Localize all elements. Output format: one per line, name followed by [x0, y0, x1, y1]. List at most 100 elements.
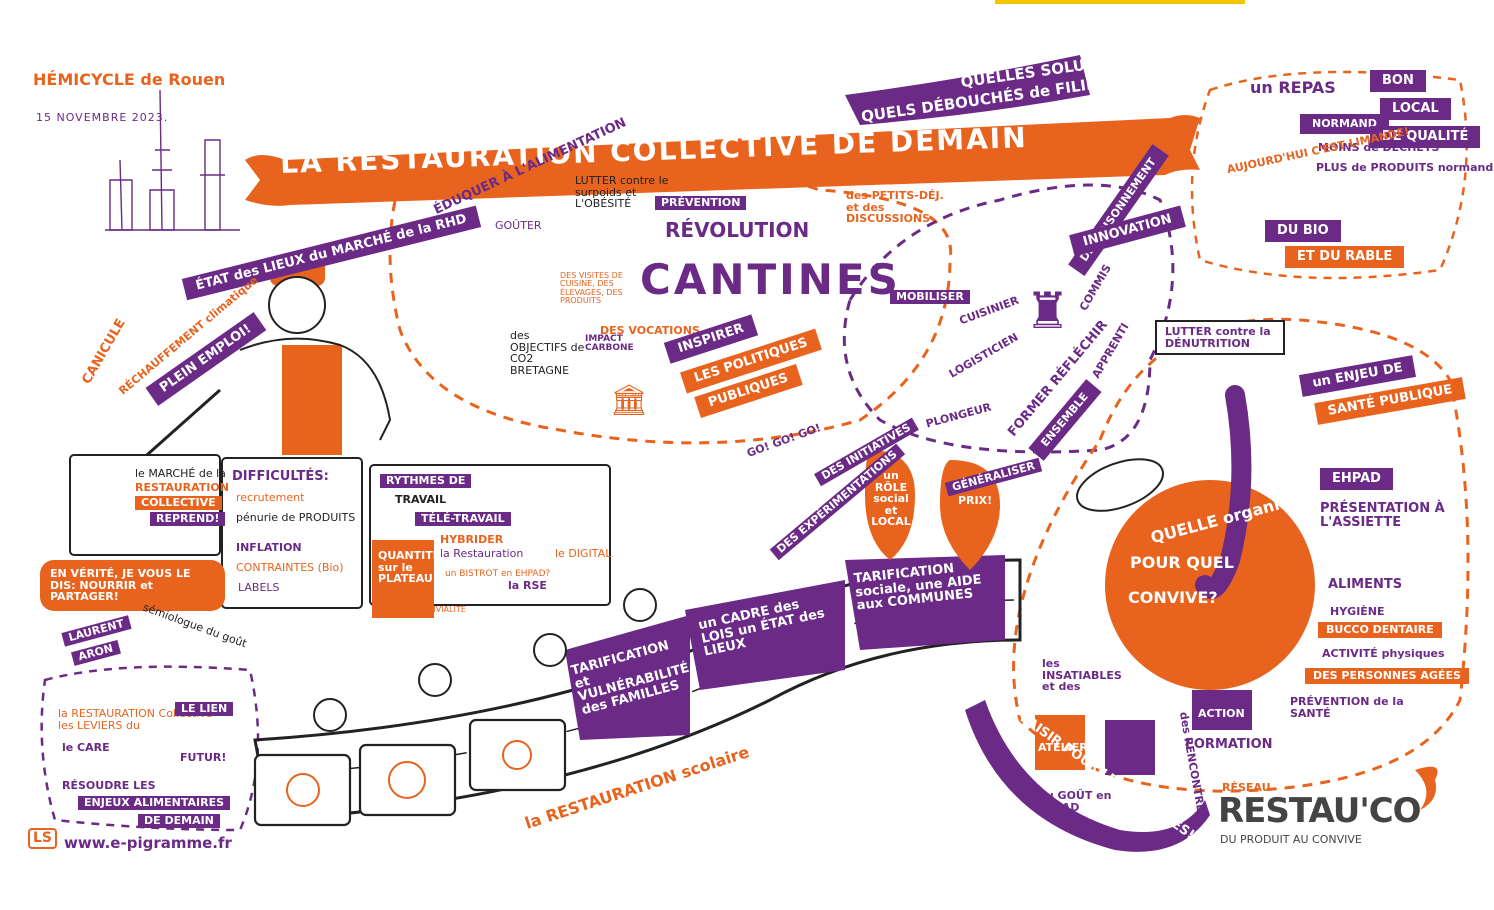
- convivialite-label: CONVIVIALITÉ: [410, 605, 466, 614]
- difficulte-2: pénurie de PRODUITS: [236, 511, 356, 524]
- quote-bubble: EN VÉRITÉ, JE VOUS LE DIS: NOURRIR et PA…: [40, 560, 225, 611]
- ateliers-label: ATELIERS: [1038, 741, 1096, 754]
- ehpad-banner: EHPAD: [1320, 468, 1393, 491]
- lutter-obesite: LUTTER contre le surpoids et L'OBÉSITÉ: [575, 174, 669, 211]
- formation-label: FORMATION: [1185, 737, 1273, 752]
- header-place: HÉMICYCLE de Rouen: [33, 70, 226, 89]
- chef-hat-tall-icon: ♜: [1025, 282, 1070, 340]
- plateau-box: [372, 540, 434, 618]
- leaf-shape: [1076, 458, 1164, 512]
- cathedral-icon: [105, 89, 240, 231]
- du-bio-label: DU BIO: [1265, 220, 1341, 243]
- rythmes-3: TÉLÉ-TRAVAIL: [415, 512, 511, 527]
- difficulte-1: recrutement: [236, 491, 305, 504]
- presentation-label: PRÉSENTATION À L'ASSIETTE: [1320, 501, 1445, 530]
- rythmes-7: un BISTROT en EHPAD?: [445, 569, 551, 579]
- plus-produits: PLUS de PRODUITS normands: [1316, 161, 1494, 174]
- personnes-agees-banner: DES PERSONNES AGÉES: [1305, 668, 1469, 685]
- questions-ribbon: [845, 55, 1090, 125]
- worm-shape: [1195, 385, 1252, 599]
- impact-carbone: IMPACT CARBONE: [585, 334, 634, 354]
- cantines-label: CANTINES: [640, 255, 901, 304]
- rythmes-2: TRAVAIL: [395, 493, 447, 506]
- prevention-sante: PRÉVENTION de la SANTÉ: [1290, 695, 1404, 720]
- revolution-label: RÉVOLUTION: [665, 218, 810, 242]
- institution-icon: 🏛: [610, 383, 649, 418]
- petits-dej-label: des PETITS-DÉJ. et des DISCUSSIONS: [846, 189, 944, 226]
- difficulte-5: LABELS: [238, 581, 280, 594]
- quantite-plateau: QUANTITÉ sur le PLATEAU: [378, 549, 441, 586]
- logo-tagline: DU PRODUIT AU CONVIVE: [1220, 833, 1362, 846]
- bubble-cadre: [685, 580, 845, 690]
- marche-line-1: le MARCHÉ de la: [135, 467, 226, 480]
- marche-line-2: RESTAURATION: [135, 481, 229, 494]
- gouter-label: GOÛTER: [495, 219, 542, 232]
- normand-label: NORMAND: [1300, 114, 1389, 135]
- repas-label: un REPAS: [1250, 78, 1336, 97]
- aron-dashed-zone: [40, 665, 260, 832]
- rythmes-8: la RSE: [508, 579, 547, 592]
- insatiables-label: les INSATIABLES et des: [1042, 657, 1122, 694]
- local-label: LOCAL: [1380, 98, 1451, 121]
- innovation-dashed-zone: [842, 183, 1175, 454]
- marche-line-4: REPREND!: [150, 512, 226, 527]
- ls-logo: LS: [28, 828, 58, 849]
- chef-heads: [313, 588, 657, 732]
- visites-label: DES VISITES DE CUISINE, DES ÉLEVAGES, DE…: [560, 271, 623, 306]
- bubble-tarif-sociale: [845, 555, 1005, 650]
- prevention-label: PRÉVENTION: [655, 196, 747, 211]
- clapperboard-icon: [1192, 690, 1252, 730]
- top-accent: [995, 0, 1245, 4]
- vocations-label: DES VOCATIONS: [600, 324, 700, 337]
- food-trays: [253, 718, 567, 827]
- difficultes-card: [221, 457, 363, 609]
- prix-label: PRIX!: [958, 494, 993, 507]
- bubble-familles: [565, 615, 690, 740]
- moins-dechets: MOINS de DÉCHETS: [1318, 141, 1440, 154]
- website-link[interactable]: www.e-pigramme.fr: [64, 834, 232, 852]
- plaisir-ribbon: [965, 700, 1210, 852]
- convive-label: CONVIVE?: [1128, 588, 1218, 607]
- bon-label: BON: [1370, 70, 1426, 93]
- mobiliser-banner: MOBILISER: [890, 290, 970, 305]
- action-label: ACTION: [1198, 707, 1245, 720]
- resoudre-label: RÉSOUDRE LES: [62, 779, 156, 792]
- difficulte-4: CONTRAINTES (Bio): [236, 561, 344, 574]
- hygiene-label: HYGIÈNE: [1330, 605, 1385, 618]
- de-demain-label: DE DEMAIN: [138, 814, 220, 829]
- rythmes-1: RYTHMES DE: [380, 474, 472, 489]
- du-rable-label: ET DU RABLE: [1285, 246, 1405, 269]
- pour-quel: POUR QUEL: [1130, 553, 1234, 572]
- bucco-banner: BUCCO DENTAIRE: [1318, 622, 1442, 639]
- plates: [286, 740, 532, 807]
- le-care-label: le CARE: [62, 741, 110, 754]
- sante-dashed-zone: [1012, 317, 1470, 793]
- objectifs-co2: des OBJECTIFS de CO2 BRETAGNE: [510, 329, 585, 377]
- header-date: 15 NOVEMBRE 2023.: [36, 111, 169, 124]
- logo-reseau: RÉSEAU: [1222, 781, 1271, 794]
- futur-label: FUTUR!: [180, 751, 227, 764]
- rythmes-6: le DIGITAL: [555, 547, 612, 560]
- chef-hat-icon: [1105, 720, 1155, 775]
- title-banner-shape: [245, 115, 1200, 206]
- chef-illustration: [129, 256, 392, 472]
- enjeux-label: ENJEUX ALIMENTAIRES: [78, 796, 231, 811]
- activite-label: ACTIVITÉ physiques: [1322, 647, 1445, 660]
- role-social-label: un RÔLE social et LOCAL: [871, 469, 911, 529]
- difficultes-title: DIFFICULTÉS:: [232, 469, 329, 484]
- gout-ehpad-label: du GOÛT en EHPAD: [1038, 789, 1112, 814]
- rythmes-4: HYBRIDER: [440, 533, 504, 546]
- lutter-denutrition-sign: LUTTER contre la DÉNUTRITION: [1155, 320, 1285, 356]
- qualite-label: DE QUALITÉ: [1370, 126, 1481, 149]
- logo-flame: [1415, 766, 1438, 810]
- leviers-label: la RESTAURATION Collective = les LEVIERS…: [58, 707, 226, 732]
- atelier-booth: [1035, 715, 1085, 770]
- le-lien-label: LE LIEN: [175, 702, 234, 717]
- marche-line-3: COLLECTIVE: [135, 496, 222, 511]
- logo-name: RESTAU'CO: [1218, 791, 1422, 831]
- rythmes-5: la Restauration: [440, 547, 524, 560]
- difficulte-3: INFLATION: [236, 541, 302, 554]
- aliments-label: ALIMENTS: [1328, 577, 1403, 592]
